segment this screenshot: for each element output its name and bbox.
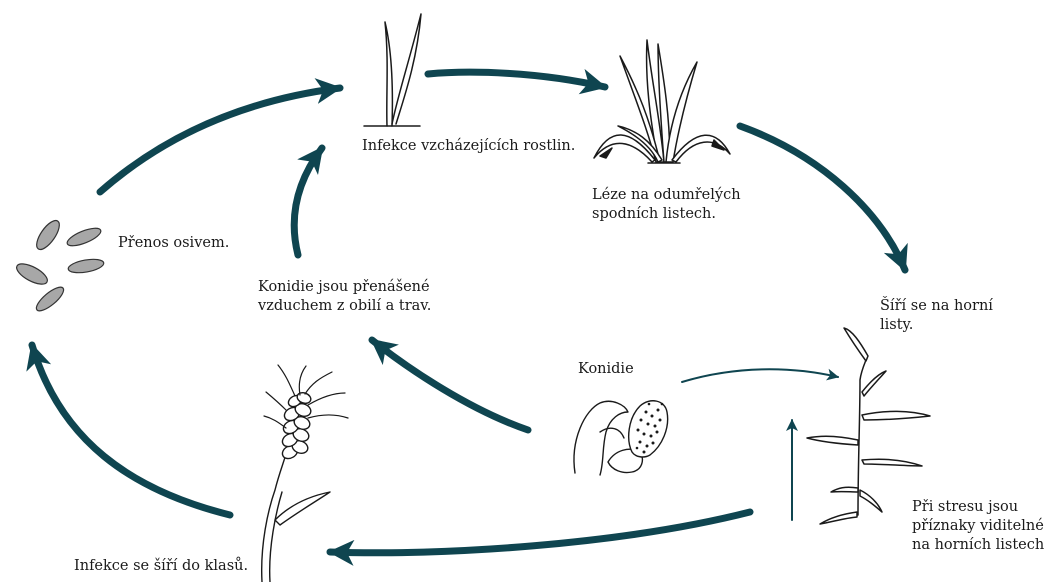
arrow-conidia-to-airborne <box>372 340 528 430</box>
seedling-icon <box>364 14 421 126</box>
label-spread-upper-leaves: Šíří se na horní listy. <box>880 297 993 335</box>
label-emergence-infection: Infekce vzcházejících rostlin. <box>362 137 575 156</box>
conidia-icon <box>574 401 668 475</box>
arrow-stress-to-ears <box>330 512 750 553</box>
label-line: vzduchem z obilí a trav. <box>258 297 431 316</box>
arrow-emergence-to-lower-leaves <box>428 72 605 87</box>
label-ear-infection: Infekce se šíří do klasů. <box>74 557 248 576</box>
label-line: Léze na odumřelých <box>592 186 741 205</box>
label-airborne-conidia: Konidie jsou přenášené vzduchem z obilí … <box>258 278 431 316</box>
label-line: Konidie jsou přenášené <box>258 278 431 297</box>
wheat-tuft-icon <box>594 40 730 163</box>
label-line: spodních listech. <box>592 205 741 224</box>
label-line: Šíří se na horní <box>880 297 993 316</box>
label-line: na horních listech. <box>912 536 1045 555</box>
label-seed-transmission: Přenos osivem. <box>118 234 229 253</box>
label-lower-leaf-lesions: Léze na odumřelých spodních listech. <box>592 186 741 224</box>
wheat-stem-icon <box>807 328 930 524</box>
arrow-conidia-to-plant <box>682 369 838 382</box>
seeds-icon <box>14 217 105 314</box>
arrow-airborne-to-emergence <box>294 148 322 255</box>
label-line: příznaky viditelné <box>912 517 1045 536</box>
label-line: Při stresu jsou <box>912 498 1045 517</box>
label-conidia: Konidie <box>578 360 634 379</box>
label-stress-symptoms: Při stresu jsou příznaky viditelné na ho… <box>912 498 1045 555</box>
arrow-lower-leaves-to-upper-leaves <box>740 126 905 270</box>
arrow-ears-to-seeds <box>32 345 230 515</box>
label-line: listy. <box>880 316 993 335</box>
